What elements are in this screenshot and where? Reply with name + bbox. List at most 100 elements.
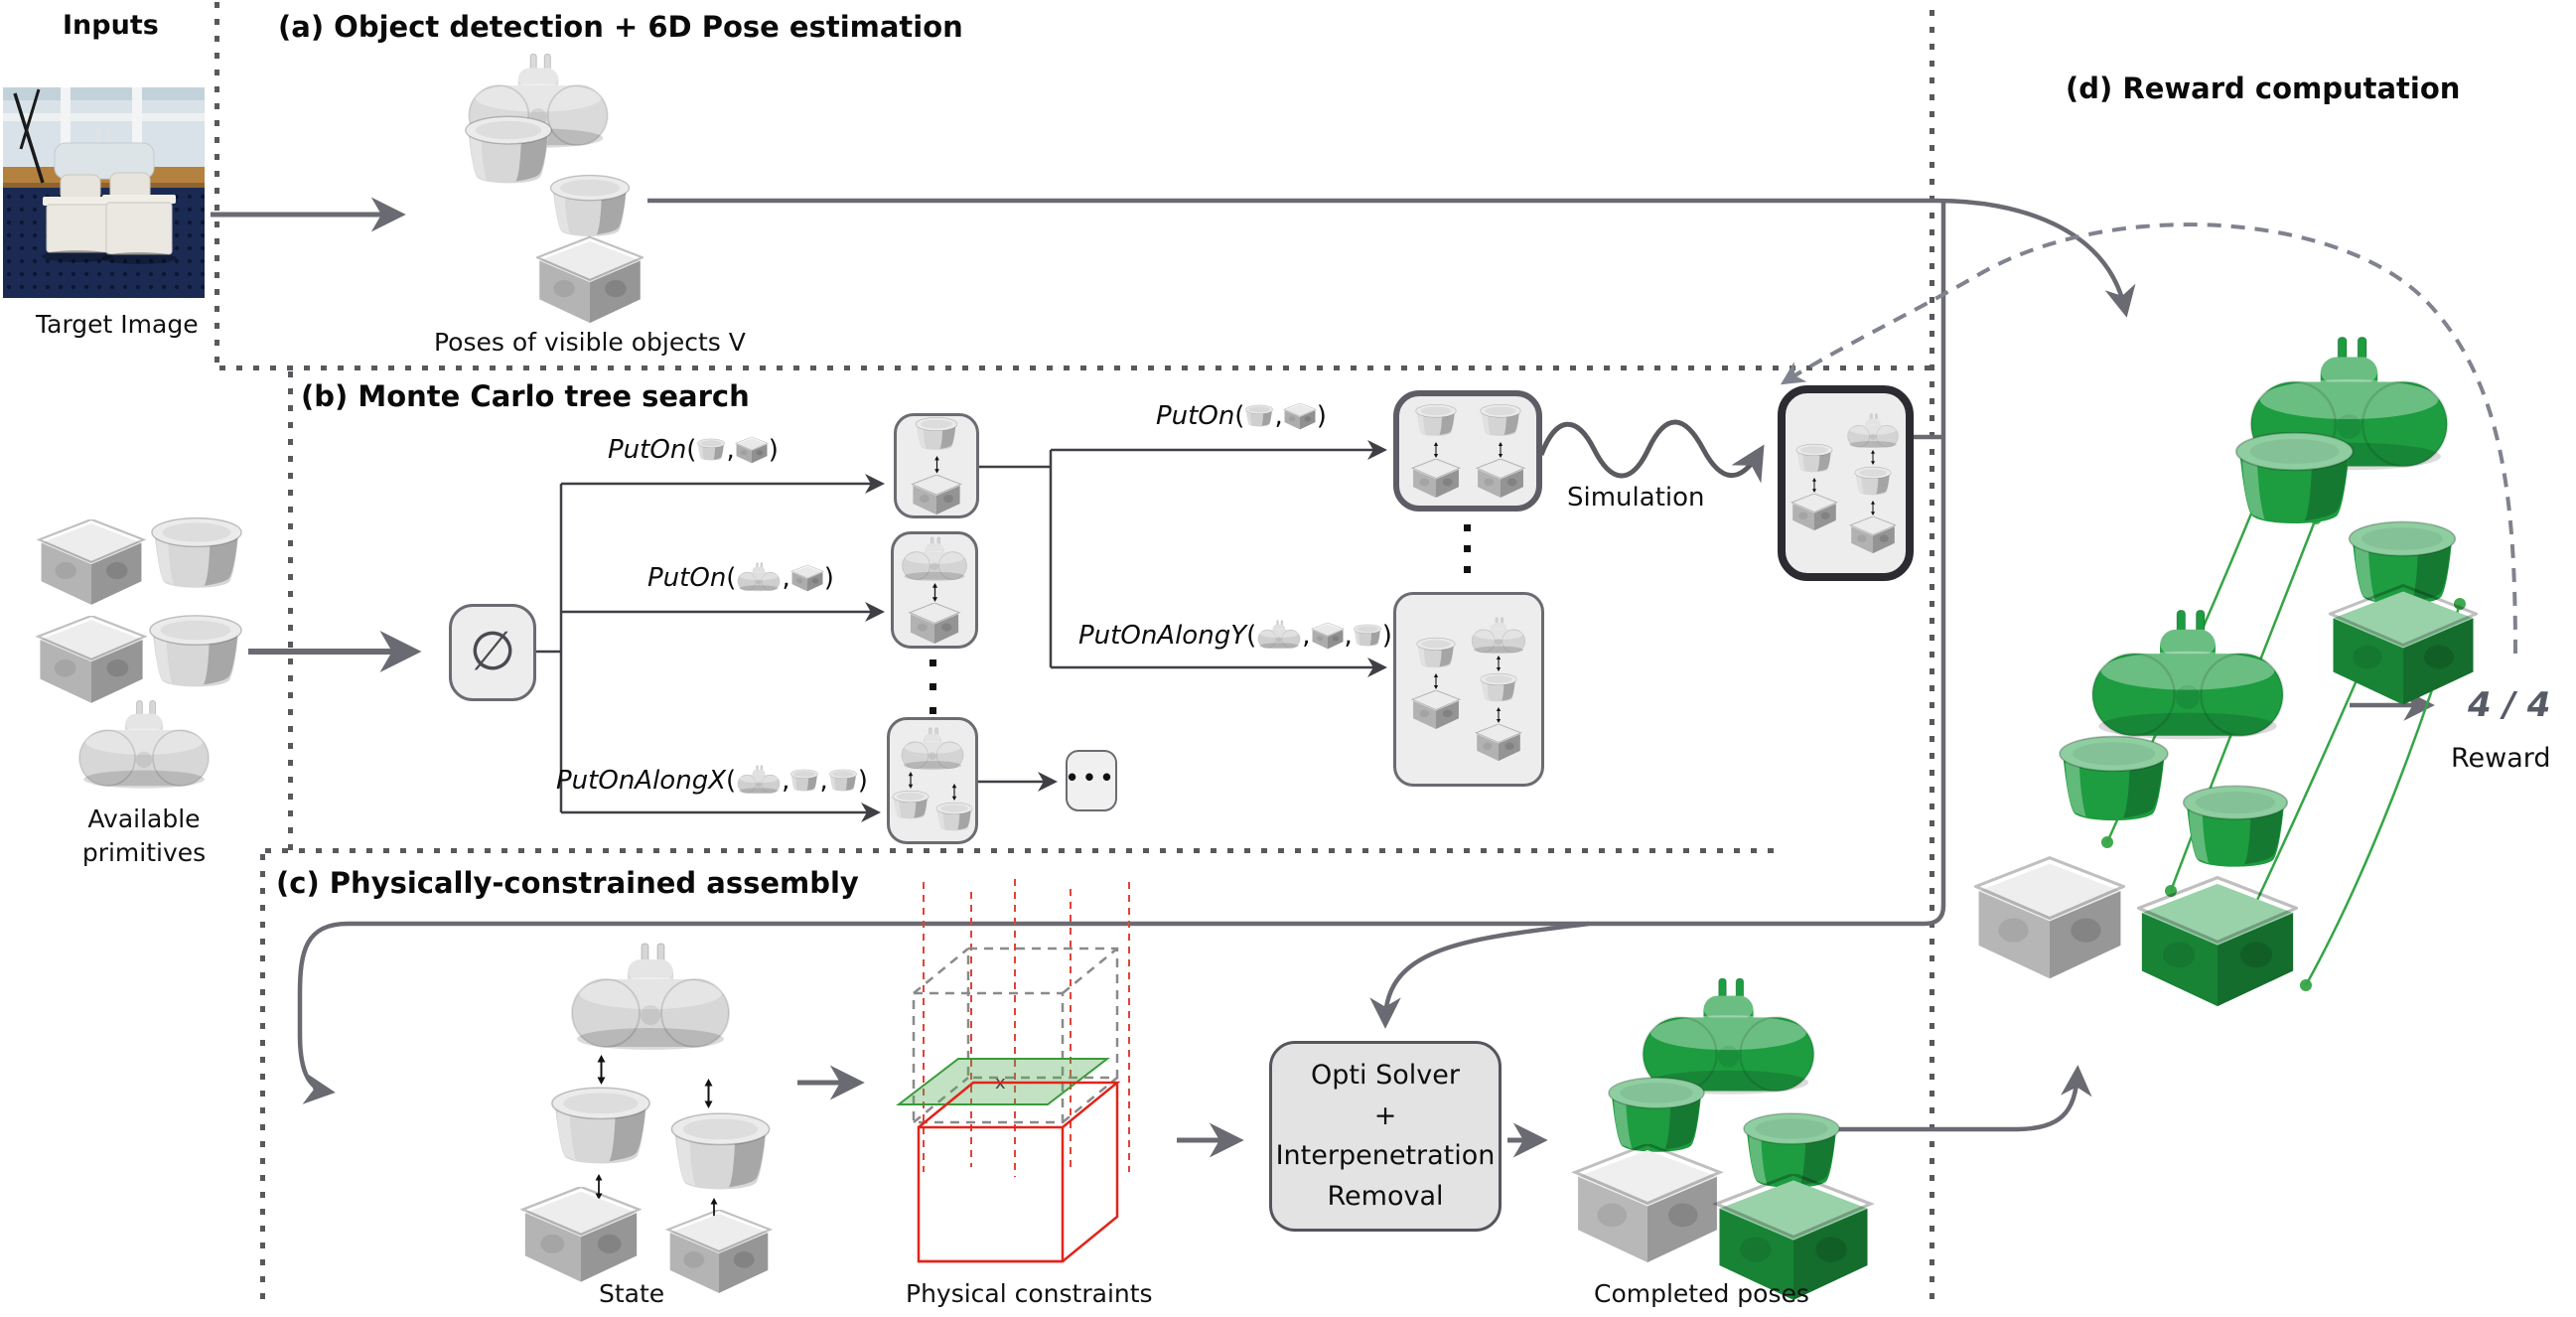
mcts-node-putonalongy-result xyxy=(1393,592,1544,787)
bridge-icon xyxy=(899,536,970,582)
ellipsis-label: ••• xyxy=(1065,766,1118,790)
box-icon xyxy=(790,565,824,592)
mcts-node-two-towers xyxy=(1393,390,1542,512)
mcts-final-node xyxy=(1778,385,1914,581)
constraints-caption: Physical constraints xyxy=(906,1279,1153,1308)
bridge-icon xyxy=(1256,620,1302,650)
section-c-left-border xyxy=(260,854,265,1303)
box-icon xyxy=(33,519,150,607)
action-label-putonalongx: PutOnAlongX(,,) xyxy=(556,765,868,796)
section-a-heading: (a) Object detection + 6D Pose estimatio… xyxy=(278,10,963,44)
reward-value: 4 / 4 xyxy=(2468,685,2551,725)
up-down-arrow-icon xyxy=(930,583,940,602)
up-down-arrow-icon xyxy=(701,1079,716,1108)
box-icon xyxy=(1473,724,1524,762)
up-down-arrow-icon xyxy=(594,1055,609,1085)
bridge-icon xyxy=(736,765,782,795)
poses-caption: Poses of visible objects V xyxy=(434,328,746,357)
up-down-arrow-icon xyxy=(1809,478,1819,493)
bridge-icon xyxy=(556,942,745,1053)
box-icon xyxy=(33,616,150,705)
cylinder-icon xyxy=(828,769,858,795)
up-down-arrow-icon xyxy=(1868,450,1878,465)
up-down-arrow-icon xyxy=(1496,442,1505,458)
box-icon xyxy=(644,1210,794,1295)
cylinder-icon xyxy=(1353,624,1382,650)
section-a-left-border xyxy=(215,2,219,367)
target-image-caption: Target Image xyxy=(36,310,199,339)
simulation-label: Simulation xyxy=(1567,483,1705,512)
solver-line: Opti Solver xyxy=(1311,1060,1460,1091)
arrow-completed-to-reward xyxy=(1832,1065,2092,1132)
cylinder-icon xyxy=(696,438,726,464)
box-icon xyxy=(735,437,769,464)
section-d-left-border xyxy=(1930,10,1934,1301)
up-down-arrow-icon xyxy=(931,456,942,474)
cylinder-icon xyxy=(1793,443,1835,477)
arrow-plan-to-solver xyxy=(1369,921,1590,1029)
up-down-arrow-icon xyxy=(1431,442,1441,458)
arrow-simulation-wavy xyxy=(1538,419,1765,484)
box-icon xyxy=(1408,459,1464,499)
cylinder-icon xyxy=(913,416,960,455)
empty-set-icon: ∅ xyxy=(469,619,516,682)
reward-label: Reward xyxy=(2451,743,2551,774)
cylinder-icon xyxy=(891,790,930,823)
cylinder-icon xyxy=(1244,404,1274,430)
section-b-heading: (b) Monte Carlo tree search xyxy=(301,379,750,413)
tree-ellipsis-dots xyxy=(1464,524,1471,573)
bridge-icon xyxy=(2074,608,2302,743)
cylinder-icon xyxy=(1852,466,1894,500)
action-label-puton-2: PutOn(,) xyxy=(647,562,834,593)
solver-line: Interpenetration xyxy=(1275,1140,1496,1171)
cylinder-icon xyxy=(663,1110,778,1202)
cylinder-icon xyxy=(2227,429,2361,538)
bridge-icon xyxy=(1844,413,1902,449)
cylinder-icon xyxy=(541,1085,660,1176)
box-icon xyxy=(1311,623,1345,650)
mcts-node-cyl-on-box xyxy=(894,413,979,518)
box-icon xyxy=(908,475,965,515)
solver-line: + xyxy=(1373,1099,1397,1131)
section-c-heading: (c) Physically-constrained assembly xyxy=(276,866,859,900)
completed-caption: Completed poses xyxy=(1594,1279,1809,1308)
cylinder-icon xyxy=(463,111,554,197)
mcts-ellipsis-node: ••• xyxy=(1066,750,1117,811)
up-down-arrow-icon xyxy=(1494,707,1503,723)
cylinder-icon xyxy=(1412,403,1460,441)
action-label-putonalongy: PutOnAlongY(,,) xyxy=(1078,620,1392,651)
bridge-icon xyxy=(74,695,214,795)
up-down-arrow-icon xyxy=(949,784,959,801)
solver-line: Removal xyxy=(1327,1180,1444,1212)
target-image-photo xyxy=(3,87,205,298)
box-icon xyxy=(1283,403,1317,430)
box-icon xyxy=(1974,856,2125,983)
section-bc-divider xyxy=(265,848,1778,853)
mcts-root-node: ∅ xyxy=(449,604,536,701)
action-label-puton-3: PutOn(,) xyxy=(1156,401,1327,431)
section-b-left-border xyxy=(288,371,293,850)
arrow-poses-to-reward xyxy=(647,198,2136,318)
box-icon xyxy=(536,230,644,332)
box-icon xyxy=(2137,876,2298,1011)
up-down-arrow-icon xyxy=(1431,673,1441,689)
arrow-final-node-to-state xyxy=(297,203,1946,1104)
arrow-reward-feedback-dashed xyxy=(1780,222,2517,655)
box-icon xyxy=(1473,459,1528,499)
action-label-puton-1: PutOn(,) xyxy=(608,435,779,465)
up-down-arrow-icon xyxy=(906,772,916,789)
box-icon xyxy=(2329,584,2478,709)
mcts-node-bridge-on-box xyxy=(891,531,978,649)
section-ab-divider xyxy=(219,366,1930,370)
section-d-heading: (d) Reward computation xyxy=(2066,72,2461,105)
inputs-title: Inputs xyxy=(63,10,159,41)
up-down-arrow-icon xyxy=(1494,656,1503,671)
box-icon xyxy=(907,603,962,645)
cylinder-icon xyxy=(1477,403,1524,441)
tree-level2-connector xyxy=(979,450,1053,667)
bridge-icon xyxy=(736,562,782,592)
bridge-icon xyxy=(1468,617,1529,655)
bridge-icon xyxy=(896,727,969,771)
